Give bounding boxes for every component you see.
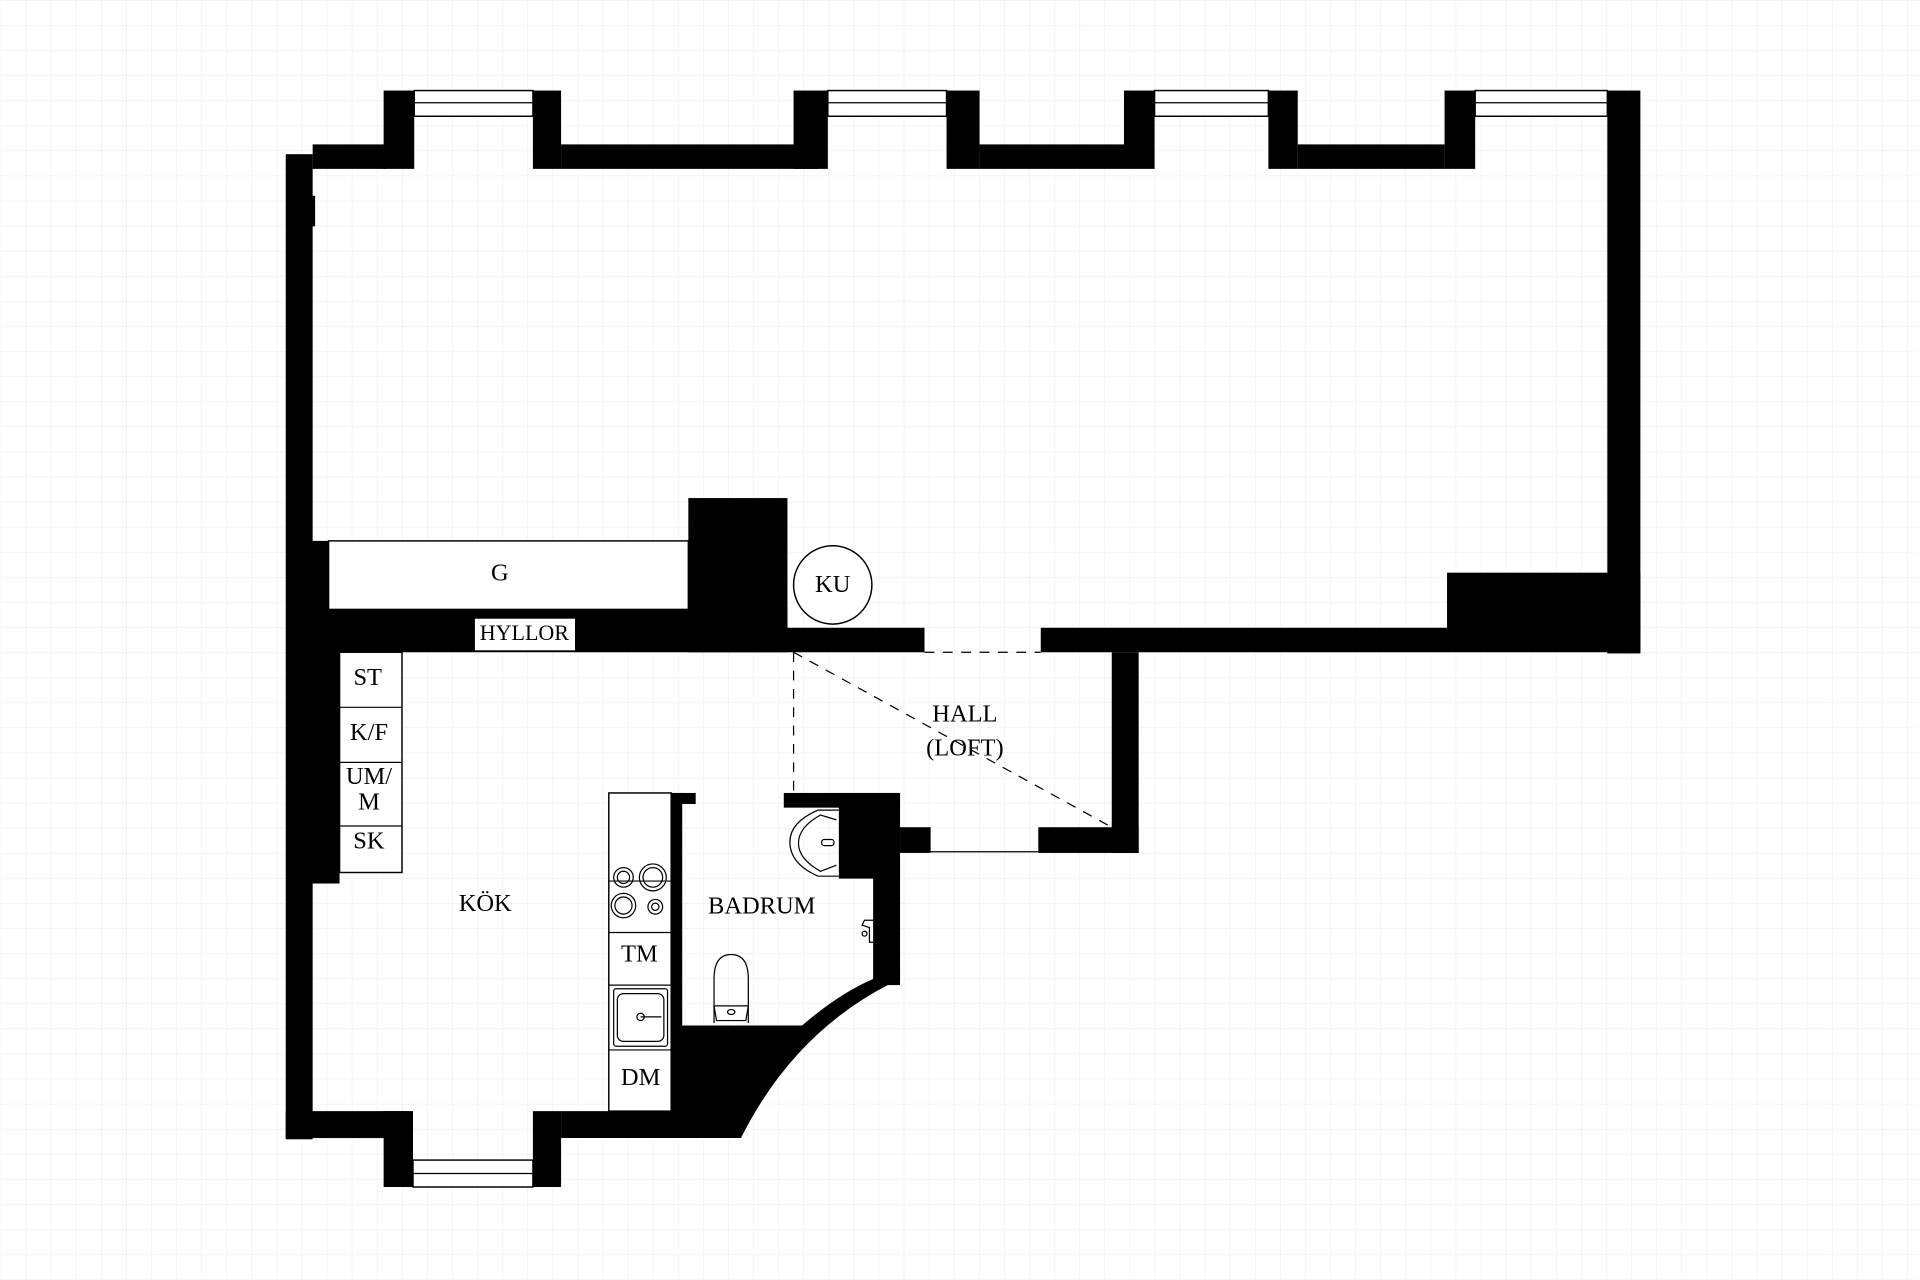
umm-label-1: UM/ <box>346 763 392 790</box>
left-counter: ST K/F UM/ M SK <box>338 651 403 874</box>
tm-label: TM <box>621 940 658 967</box>
kitchen-sink-icon <box>613 988 669 1047</box>
shower-tap-icon <box>861 919 874 943</box>
room-label-kitchen: KÖK <box>459 890 512 917</box>
shelves-box <box>473 617 577 652</box>
umm-label-2: M <box>358 789 380 816</box>
tiled-stove-label: KU <box>815 571 851 598</box>
right-counter: TM DM <box>608 792 672 1112</box>
dm-label: DM <box>621 1064 661 1091</box>
dashed-hall-lines <box>792 651 1113 828</box>
room-label-hall-note: (LOFT) <box>926 735 1003 762</box>
windows <box>412 89 1609 1188</box>
tiled-stove-circle <box>792 545 873 625</box>
room-label-bathroom: BADRUM <box>708 893 816 920</box>
wardrobe-label: G <box>491 560 509 587</box>
wardrobe-box <box>327 540 690 611</box>
shelves-label: HYLLOR <box>480 620 570 645</box>
st-label: ST <box>353 664 382 691</box>
room-label-hall: HALL <box>932 700 997 727</box>
washbasin-icon <box>789 809 839 877</box>
stove-icon <box>610 863 667 919</box>
sk-label: SK <box>353 828 385 855</box>
toilet-icon <box>713 953 750 1024</box>
kf-label: K/F <box>350 719 388 746</box>
